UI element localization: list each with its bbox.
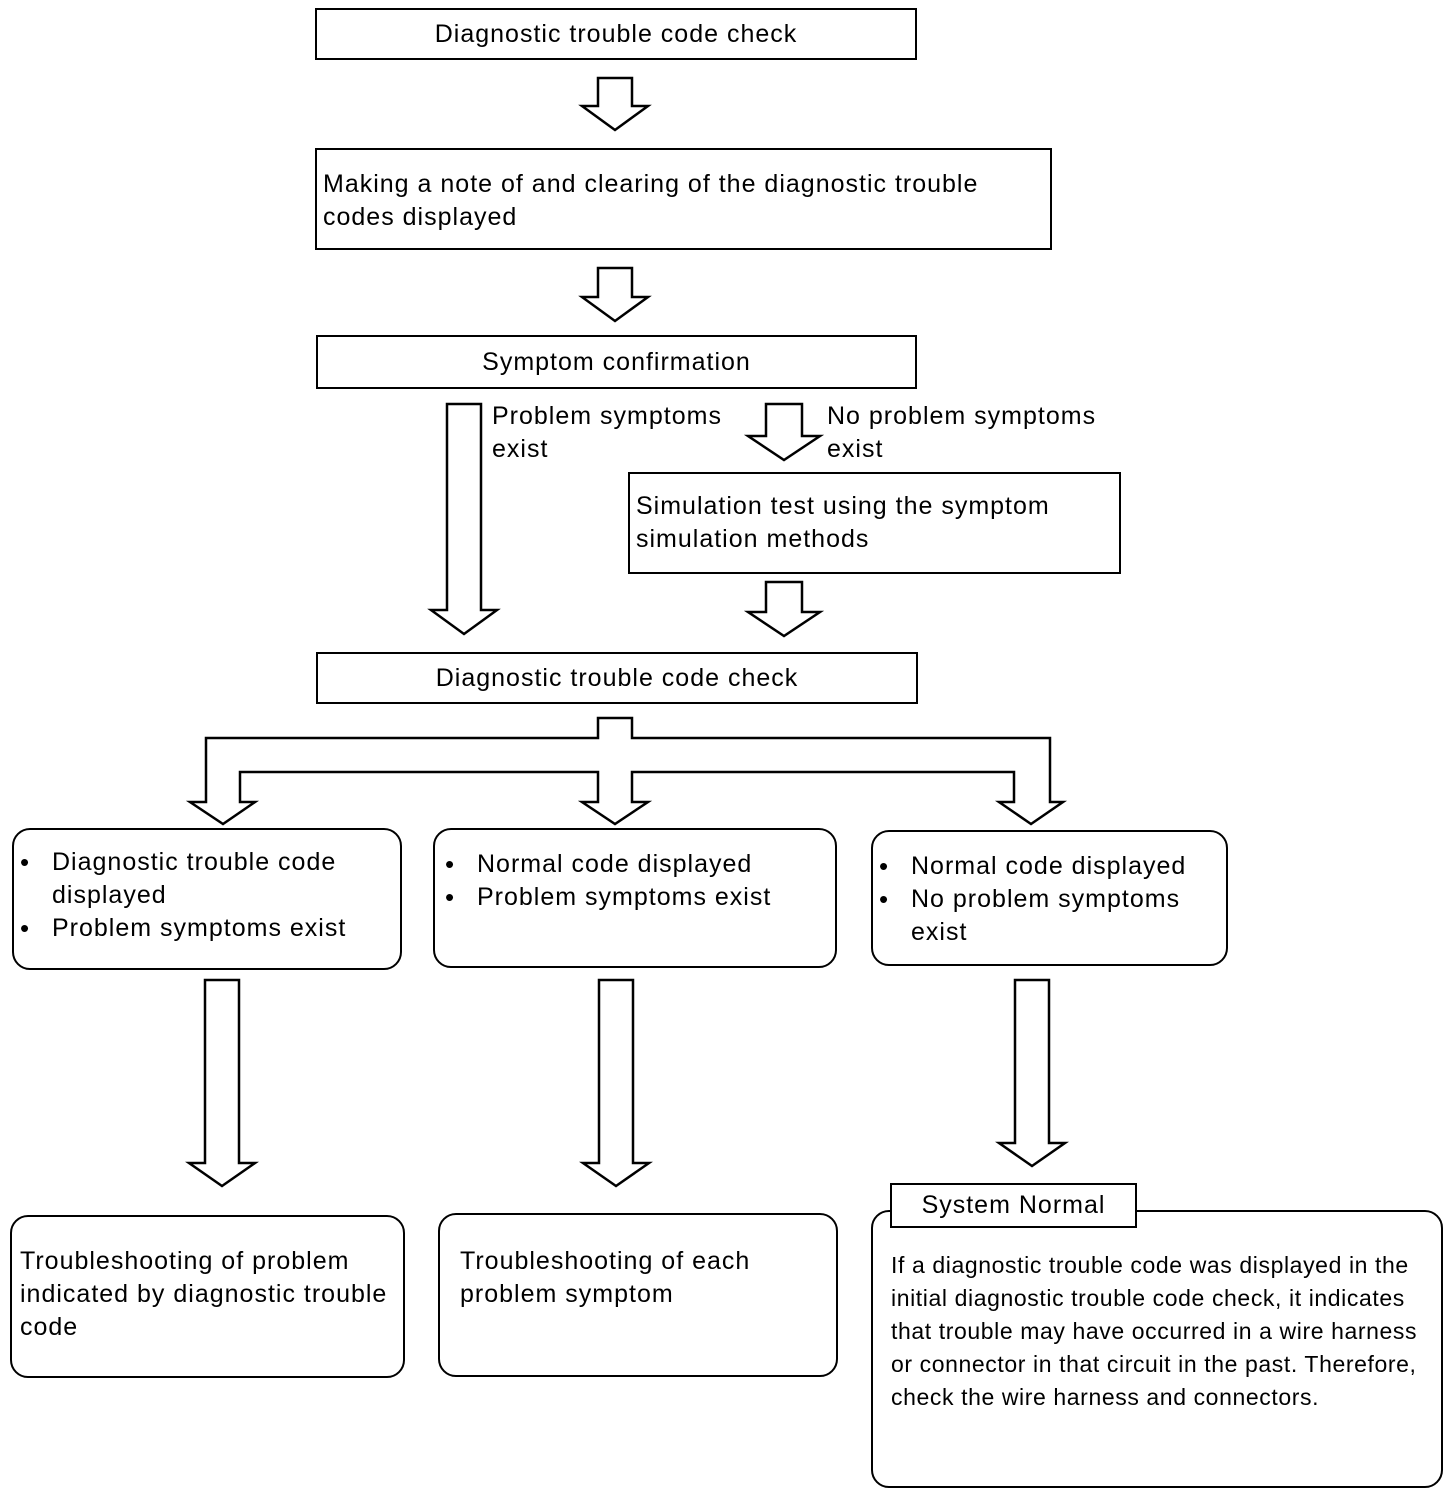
- list-item: Diagnostic trouble code displayed: [18, 846, 394, 912]
- step-dtc-check-initial: Diagnostic trouble code check: [315, 8, 917, 60]
- case-normal-no-symptoms: Normal code displayed No problem symptom…: [871, 830, 1228, 966]
- arrow-down-icon: [579, 978, 653, 1188]
- arrow-down-icon: [427, 402, 501, 636]
- arrow-down-icon: [578, 266, 652, 323]
- step-label: Diagnostic trouble code check: [435, 663, 799, 692]
- branch-label-no-problem-symptoms: No problem symptoms exist: [827, 402, 1097, 463]
- list-item: Normal code displayed: [877, 850, 1222, 883]
- branch-label-problem-symptoms-exist: Problem symptoms exist: [492, 402, 722, 463]
- case-dtc-displayed: Diagnostic trouble code displayed Proble…: [12, 828, 402, 970]
- system-normal-note: If a diagnostic trouble code was display…: [891, 1252, 1418, 1410]
- step-label: Simulation test using the symptom simula…: [636, 492, 1050, 553]
- case-conditions-list: Normal code displayed Problem symptoms e…: [443, 848, 829, 914]
- result-troubleshoot-symptom: Troubleshooting of each problem symptom: [438, 1213, 838, 1377]
- arrow-down-icon: [743, 402, 825, 462]
- step-simulation-test: Simulation test using the symptom simula…: [628, 472, 1121, 574]
- arrow-down-icon: [185, 978, 259, 1188]
- result-troubleshoot-dtc: Troubleshooting of problem indicated by …: [10, 1215, 405, 1378]
- step-note-and-clear-codes: Making a note of and clearing of the dia…: [315, 148, 1052, 250]
- split-arrow-icon: [185, 716, 1068, 826]
- arrow-down-icon: [743, 580, 825, 638]
- step-label: Making a note of and clearing of the dia…: [323, 170, 979, 231]
- step-label: Symptom confirmation: [482, 347, 751, 376]
- step-symptom-confirmation: Symptom confirmation: [316, 335, 917, 389]
- step-label: Diagnostic trouble code check: [434, 19, 798, 48]
- case-conditions-list: Diagnostic trouble code displayed Proble…: [18, 846, 394, 945]
- result-system-normal: If a diagnostic trouble code was display…: [871, 1210, 1443, 1488]
- list-item: Problem symptoms exist: [443, 881, 829, 914]
- list-item: Problem symptoms exist: [18, 912, 394, 945]
- title-label: System Normal: [921, 1191, 1106, 1219]
- arrow-down-icon: [995, 978, 1069, 1168]
- arrow-down-icon: [578, 76, 652, 132]
- result-label: Troubleshooting of problem indicated by …: [20, 1247, 388, 1341]
- case-normal-with-symptoms: Normal code displayed Problem symptoms e…: [433, 828, 837, 968]
- list-item: Normal code displayed: [443, 848, 829, 881]
- step-dtc-check-second: Diagnostic trouble code check: [316, 652, 918, 704]
- system-normal-title: System Normal: [890, 1183, 1137, 1228]
- case-conditions-list: Normal code displayed No problem symptom…: [877, 850, 1222, 949]
- result-label: Troubleshooting of each problem symptom: [460, 1247, 751, 1308]
- list-item: No problem symptoms exist: [877, 883, 1222, 949]
